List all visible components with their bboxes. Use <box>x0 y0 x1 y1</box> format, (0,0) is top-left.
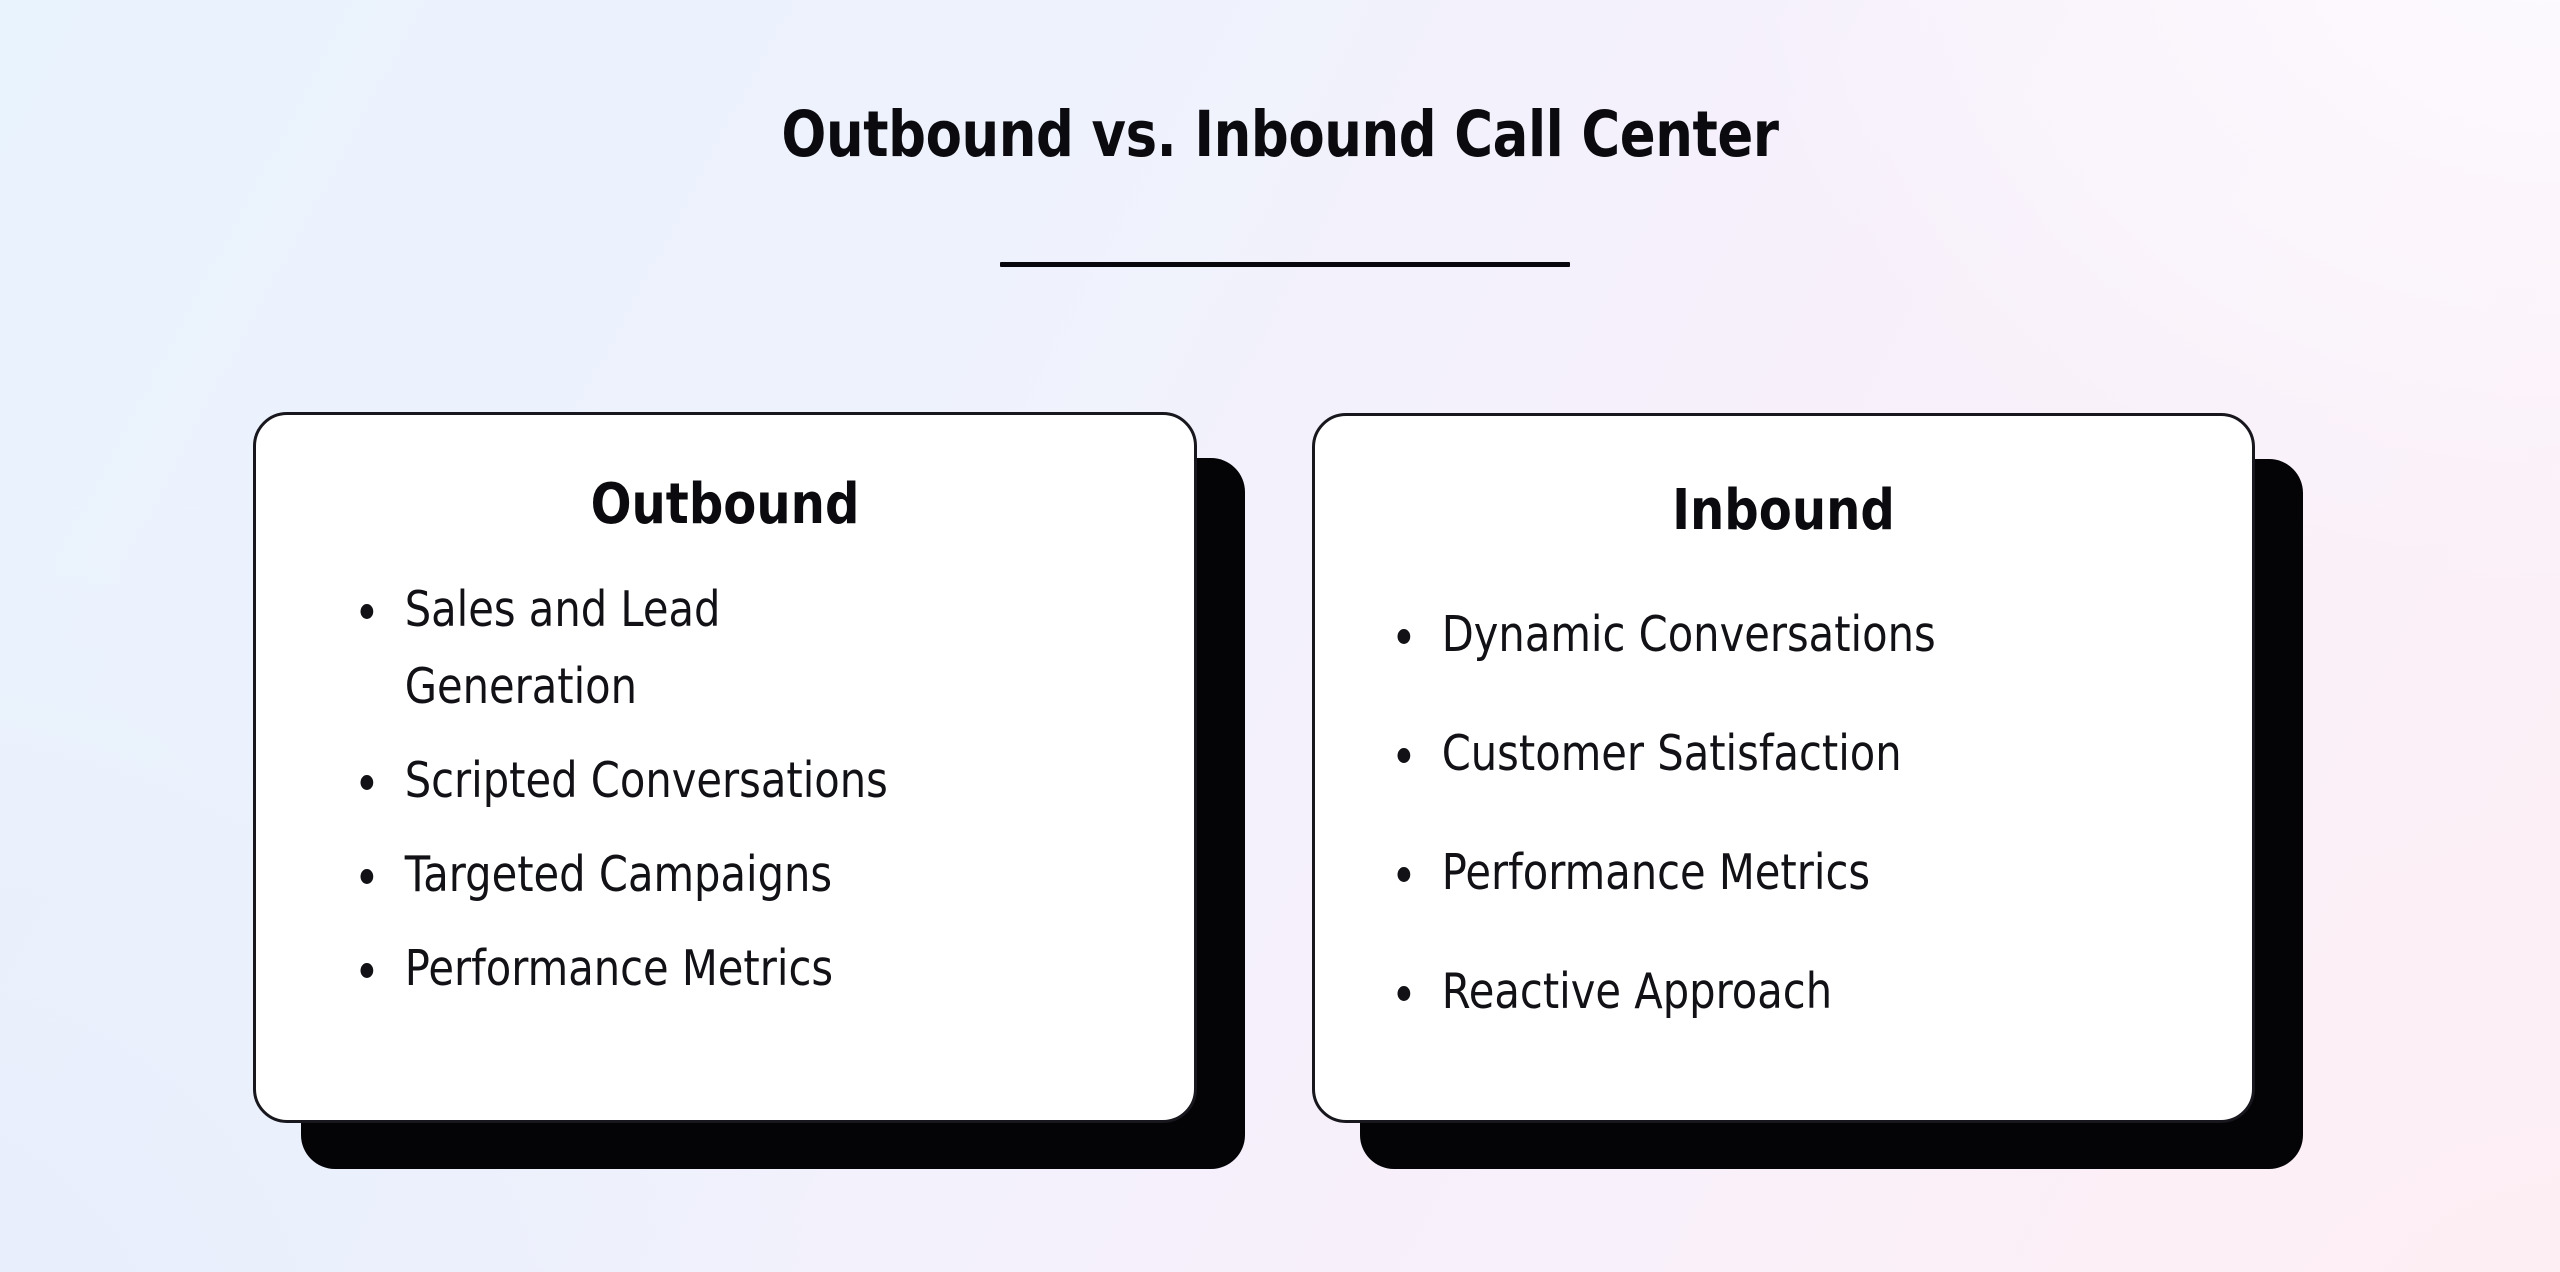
page-title: Outbound vs. Inbound Call Center <box>781 98 1779 171</box>
bullet-dot-icon <box>360 775 374 790</box>
comparison-card-outbound: Outbound Sales and Lead Generation Scrip… <box>253 412 1245 1169</box>
bullet-list-outbound: Sales and Lead Generation Scripted Conve… <box>352 571 1052 1024</box>
list-item-label: Scripted Conversations <box>404 752 888 809</box>
list-item-label: Targeted Campaigns <box>404 846 833 903</box>
list-item-label: Reactive Approach <box>1441 963 1833 1020</box>
bullet-dot-icon <box>1397 629 1411 644</box>
card-surface: Inbound Dynamic Conversations Customer S… <box>1312 413 2255 1123</box>
bullet-dot-icon <box>360 869 374 884</box>
list-item-label: Performance Metrics <box>404 940 834 997</box>
comparison-card-inbound: Inbound Dynamic Conversations Customer S… <box>1312 413 2303 1169</box>
list-item: Targeted Campaigns <box>352 836 947 913</box>
list-item-label: Performance Metrics <box>1441 844 1871 901</box>
list-item: Performance Metrics <box>1389 834 2035 911</box>
list-item: Dynamic Conversations <box>1389 596 2035 673</box>
card-heading-outbound: Outbound <box>590 472 860 537</box>
bullet-dot-icon <box>1397 867 1411 882</box>
bullet-list-inbound: Dynamic Conversations Customer Satisfact… <box>1389 596 2149 1072</box>
title-divider <box>1000 262 1570 267</box>
bullet-dot-icon <box>360 604 374 619</box>
list-item: Performance Metrics <box>352 930 947 1007</box>
bullet-dot-icon <box>360 963 374 978</box>
list-item: Sales and Lead Generation <box>352 571 947 725</box>
card-heading-inbound: Inbound <box>1672 478 1895 543</box>
list-item: Customer Satisfaction <box>1389 715 2035 792</box>
list-item-label: Dynamic Conversations <box>1441 606 1936 663</box>
list-item-label: Sales and Lead Generation <box>404 581 721 715</box>
list-item-label: Customer Satisfaction <box>1441 725 1902 782</box>
list-item: Reactive Approach <box>1389 953 2035 1030</box>
bullet-dot-icon <box>1397 748 1411 763</box>
card-surface: Outbound Sales and Lead Generation Scrip… <box>253 412 1197 1123</box>
list-item: Scripted Conversations <box>352 742 947 819</box>
bullet-dot-icon <box>1397 986 1411 1001</box>
